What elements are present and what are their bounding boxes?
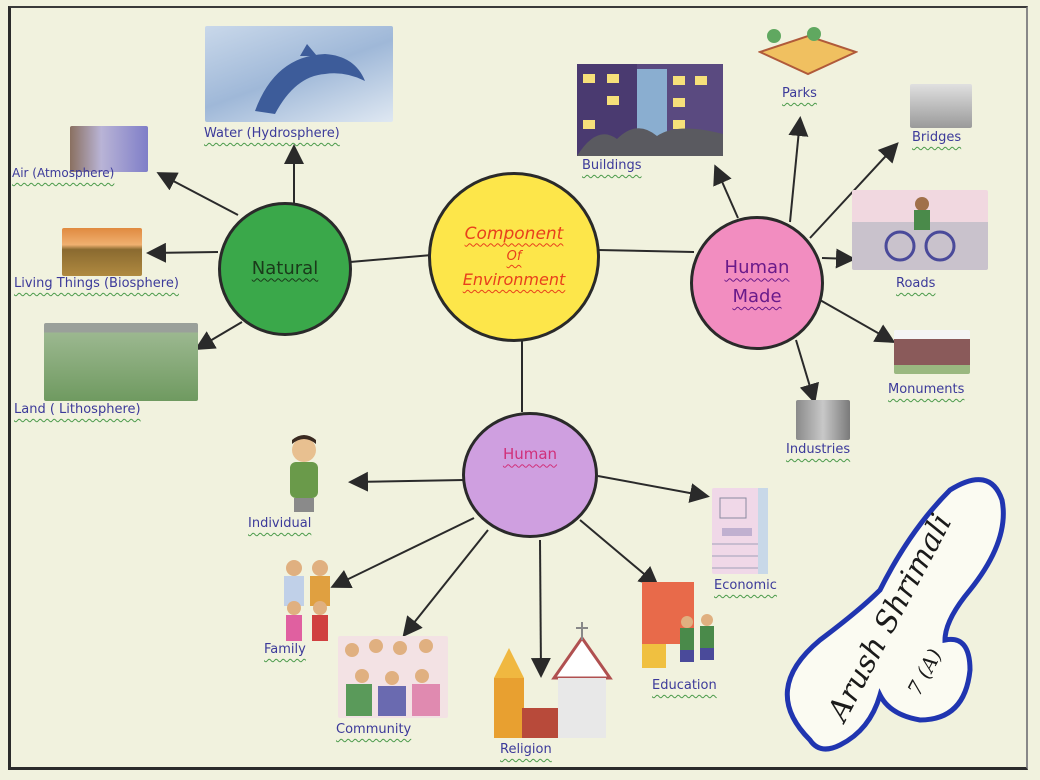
- garden-image: [44, 323, 198, 401]
- label-individual: Individual: [248, 516, 312, 531]
- label-water: Water (Hydrosphere): [204, 126, 340, 141]
- center-title-line-1: Component: [464, 223, 564, 244]
- boy-image: [282, 434, 326, 516]
- center-node-component-of-environment: Component Of Environment: [428, 172, 600, 342]
- dolphin-image: [205, 26, 393, 122]
- label-economic: Economic: [714, 578, 777, 593]
- label-living-things: Living Things (Biosphere): [14, 276, 179, 291]
- factory-image: [796, 400, 850, 440]
- natural-node: Natural: [218, 202, 352, 336]
- monument-image: [894, 330, 970, 374]
- label-family: Family: [264, 642, 306, 657]
- buildings-image: [577, 64, 723, 156]
- label-buildings: Buildings: [582, 158, 642, 173]
- label-roads: Roads: [896, 276, 936, 291]
- label-air: Air (Atmosphere): [12, 166, 115, 180]
- field-image: [62, 228, 142, 276]
- cyclist-image: [852, 190, 988, 270]
- label-bridges: Bridges: [912, 130, 962, 145]
- label-land: Land ( Lithosphere): [14, 402, 141, 417]
- school-image: [640, 582, 724, 670]
- park-image: [757, 26, 859, 82]
- family-image: [280, 558, 334, 642]
- center-title-line-2: Of: [506, 249, 522, 265]
- label-religion: Religion: [500, 742, 552, 757]
- human-node: Human: [462, 412, 598, 538]
- signature-bubble: [784, 477, 1006, 752]
- natural-title: Natural: [251, 257, 319, 279]
- human-made-node: Human Made: [690, 216, 824, 350]
- mall-image: [712, 488, 768, 574]
- label-education: Education: [652, 678, 717, 693]
- human-made-title-line-2: Made: [732, 286, 782, 307]
- community-image: [338, 636, 448, 718]
- human-title: Human: [502, 445, 558, 464]
- sky-image: [70, 126, 148, 172]
- label-parks: Parks: [782, 86, 817, 101]
- center-title-line-3: Environment: [462, 270, 566, 290]
- bridge-image: [910, 84, 972, 128]
- human-made-title-line-1: Human: [724, 257, 790, 279]
- label-community: Community: [336, 722, 412, 737]
- temple-church-image: [494, 618, 616, 738]
- poster-border: [8, 6, 1028, 770]
- label-monuments: Monuments: [888, 382, 965, 397]
- label-industries: Industries: [786, 442, 851, 457]
